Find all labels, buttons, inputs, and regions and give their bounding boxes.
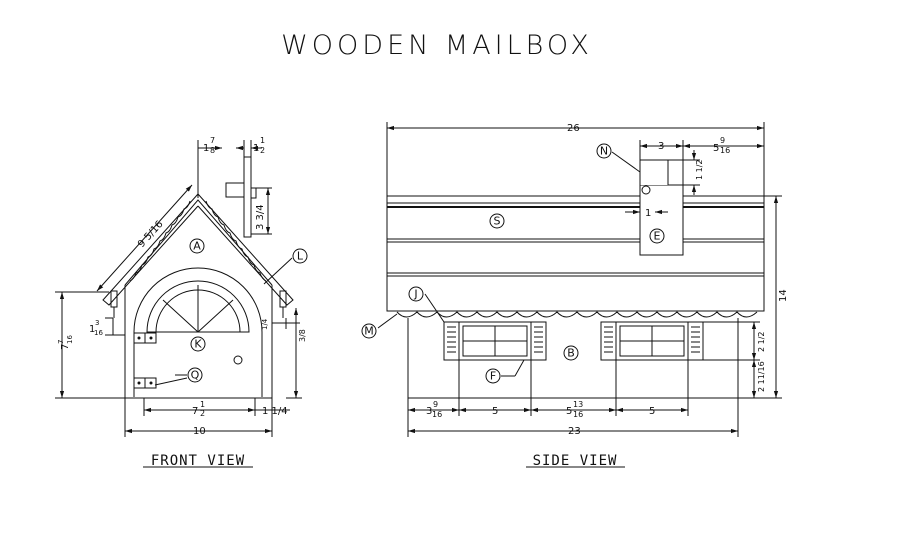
front-dim-right-height: 3/8: [298, 329, 307, 342]
front-flag: [225, 182, 245, 198]
svg-text:1: 1: [203, 143, 209, 154]
svg-text:1: 1: [200, 400, 205, 409]
svg-text:5: 5: [566, 406, 572, 417]
svg-text:16: 16: [573, 410, 583, 419]
front-flag-post: [243, 156, 252, 238]
svg-text:13: 13: [573, 400, 583, 409]
part-E-circle: [649, 228, 665, 244]
part-K-circle: [190, 336, 206, 352]
part-label-Q: Q: [191, 369, 200, 382]
svg-text:7: 7: [60, 344, 71, 350]
part-label-J: J: [413, 288, 417, 301]
part-label-A: A: [193, 240, 201, 253]
part-label-N: N: [600, 145, 608, 158]
door-knob: [233, 355, 243, 365]
front-dim-bottom: 7 1 2: [192, 400, 205, 418]
part-label-M: M: [364, 325, 374, 338]
part-A-circle: [189, 238, 205, 254]
side-view: [377, 122, 782, 468]
svg-text:3: 3: [95, 319, 99, 327]
part-L-circle: [292, 248, 308, 264]
side-window-left: [443, 321, 547, 361]
front-dim-width: 10: [193, 426, 206, 437]
side-dim-window-height: 2 1/2: [757, 331, 766, 352]
side-dim-length: 26: [567, 123, 580, 134]
part-label-S: S: [494, 215, 501, 228]
svg-text:1: 1: [260, 136, 265, 145]
svg-text:7: 7: [210, 136, 215, 145]
svg-text:16: 16: [432, 410, 442, 419]
part-M-circle: [361, 323, 377, 339]
side-scallop: [396, 311, 758, 318]
side-dim-b4: 5: [649, 406, 655, 417]
front-trim-right: [205, 200, 267, 282]
side-dim-flag-height: 1 1/2: [695, 159, 704, 180]
front-arch-window: [146, 280, 250, 333]
side-dim-window-bottom: 2 11/16: [757, 361, 766, 392]
page-title: WOODEN MAILBOX: [281, 30, 593, 61]
front-dim-right-small: 1/4: [261, 318, 269, 330]
svg-text:2: 2: [260, 146, 265, 155]
front-rafter-right: [279, 290, 287, 308]
side-roof: [386, 195, 765, 312]
side-dim-base: 23: [568, 426, 581, 437]
front-dim-flag-height: 3 3/4: [255, 204, 266, 230]
side-dim-b2: 5: [492, 406, 498, 417]
hinge-lower: [133, 377, 157, 389]
part-label-B: B: [567, 347, 575, 360]
svg-text:9: 9: [720, 136, 725, 145]
part-J-circle: [408, 286, 424, 302]
front-roof-right: [197, 193, 294, 306]
svg-text:1: 1: [253, 143, 259, 154]
side-dim-height: 14: [778, 289, 789, 302]
part-N-circle: [596, 143, 612, 159]
front-view-label: FRONT VIEW: [151, 453, 245, 469]
part-label-E: E: [654, 230, 661, 243]
front-dim-top-a: 1 7 8: [203, 136, 215, 155]
side-view-label: SIDE VIEW: [533, 453, 618, 469]
svg-text:3: 3: [426, 406, 432, 417]
side-dim-b3: 5 13 16: [566, 400, 583, 419]
svg-text:7: 7: [57, 340, 65, 344]
part-label-L: L: [297, 250, 304, 263]
svg-text:16: 16: [720, 146, 730, 155]
svg-text:8: 8: [210, 146, 215, 155]
part-label-F: F: [490, 370, 496, 383]
hinge-upper: [133, 332, 157, 344]
side-dim-flag-gap: 1: [645, 208, 651, 219]
side-dim-flag-offset: 5 9 16: [713, 136, 730, 155]
part-F-circle: [485, 368, 501, 384]
side-window-right: [600, 321, 704, 361]
side-flag: [639, 159, 684, 256]
svg-text:5: 5: [713, 143, 719, 154]
front-dim-bottom-right: 1 1/4: [262, 406, 288, 417]
part-label-K: K: [194, 338, 202, 351]
front-dim-left-height: 7 7 16: [57, 335, 74, 350]
svg-text:16: 16: [66, 335, 74, 344]
front-door: [133, 267, 263, 397]
svg-text:1: 1: [89, 324, 95, 335]
side-dim-b1: 3 9 16: [426, 400, 442, 419]
svg-text:9: 9: [433, 400, 438, 409]
part-Q-circle: [187, 367, 203, 383]
front-dim-top-b: 1 1 2: [253, 136, 265, 155]
front-dim-left-small: 1 3 16: [89, 319, 103, 337]
svg-text:16: 16: [94, 329, 103, 337]
part-B-circle: [563, 345, 579, 361]
front-view: [55, 140, 302, 468]
side-dim-flag-width: 3: [658, 141, 664, 152]
svg-text:7: 7: [192, 406, 198, 417]
part-S-circle: [489, 213, 505, 229]
svg-text:2: 2: [200, 409, 205, 418]
